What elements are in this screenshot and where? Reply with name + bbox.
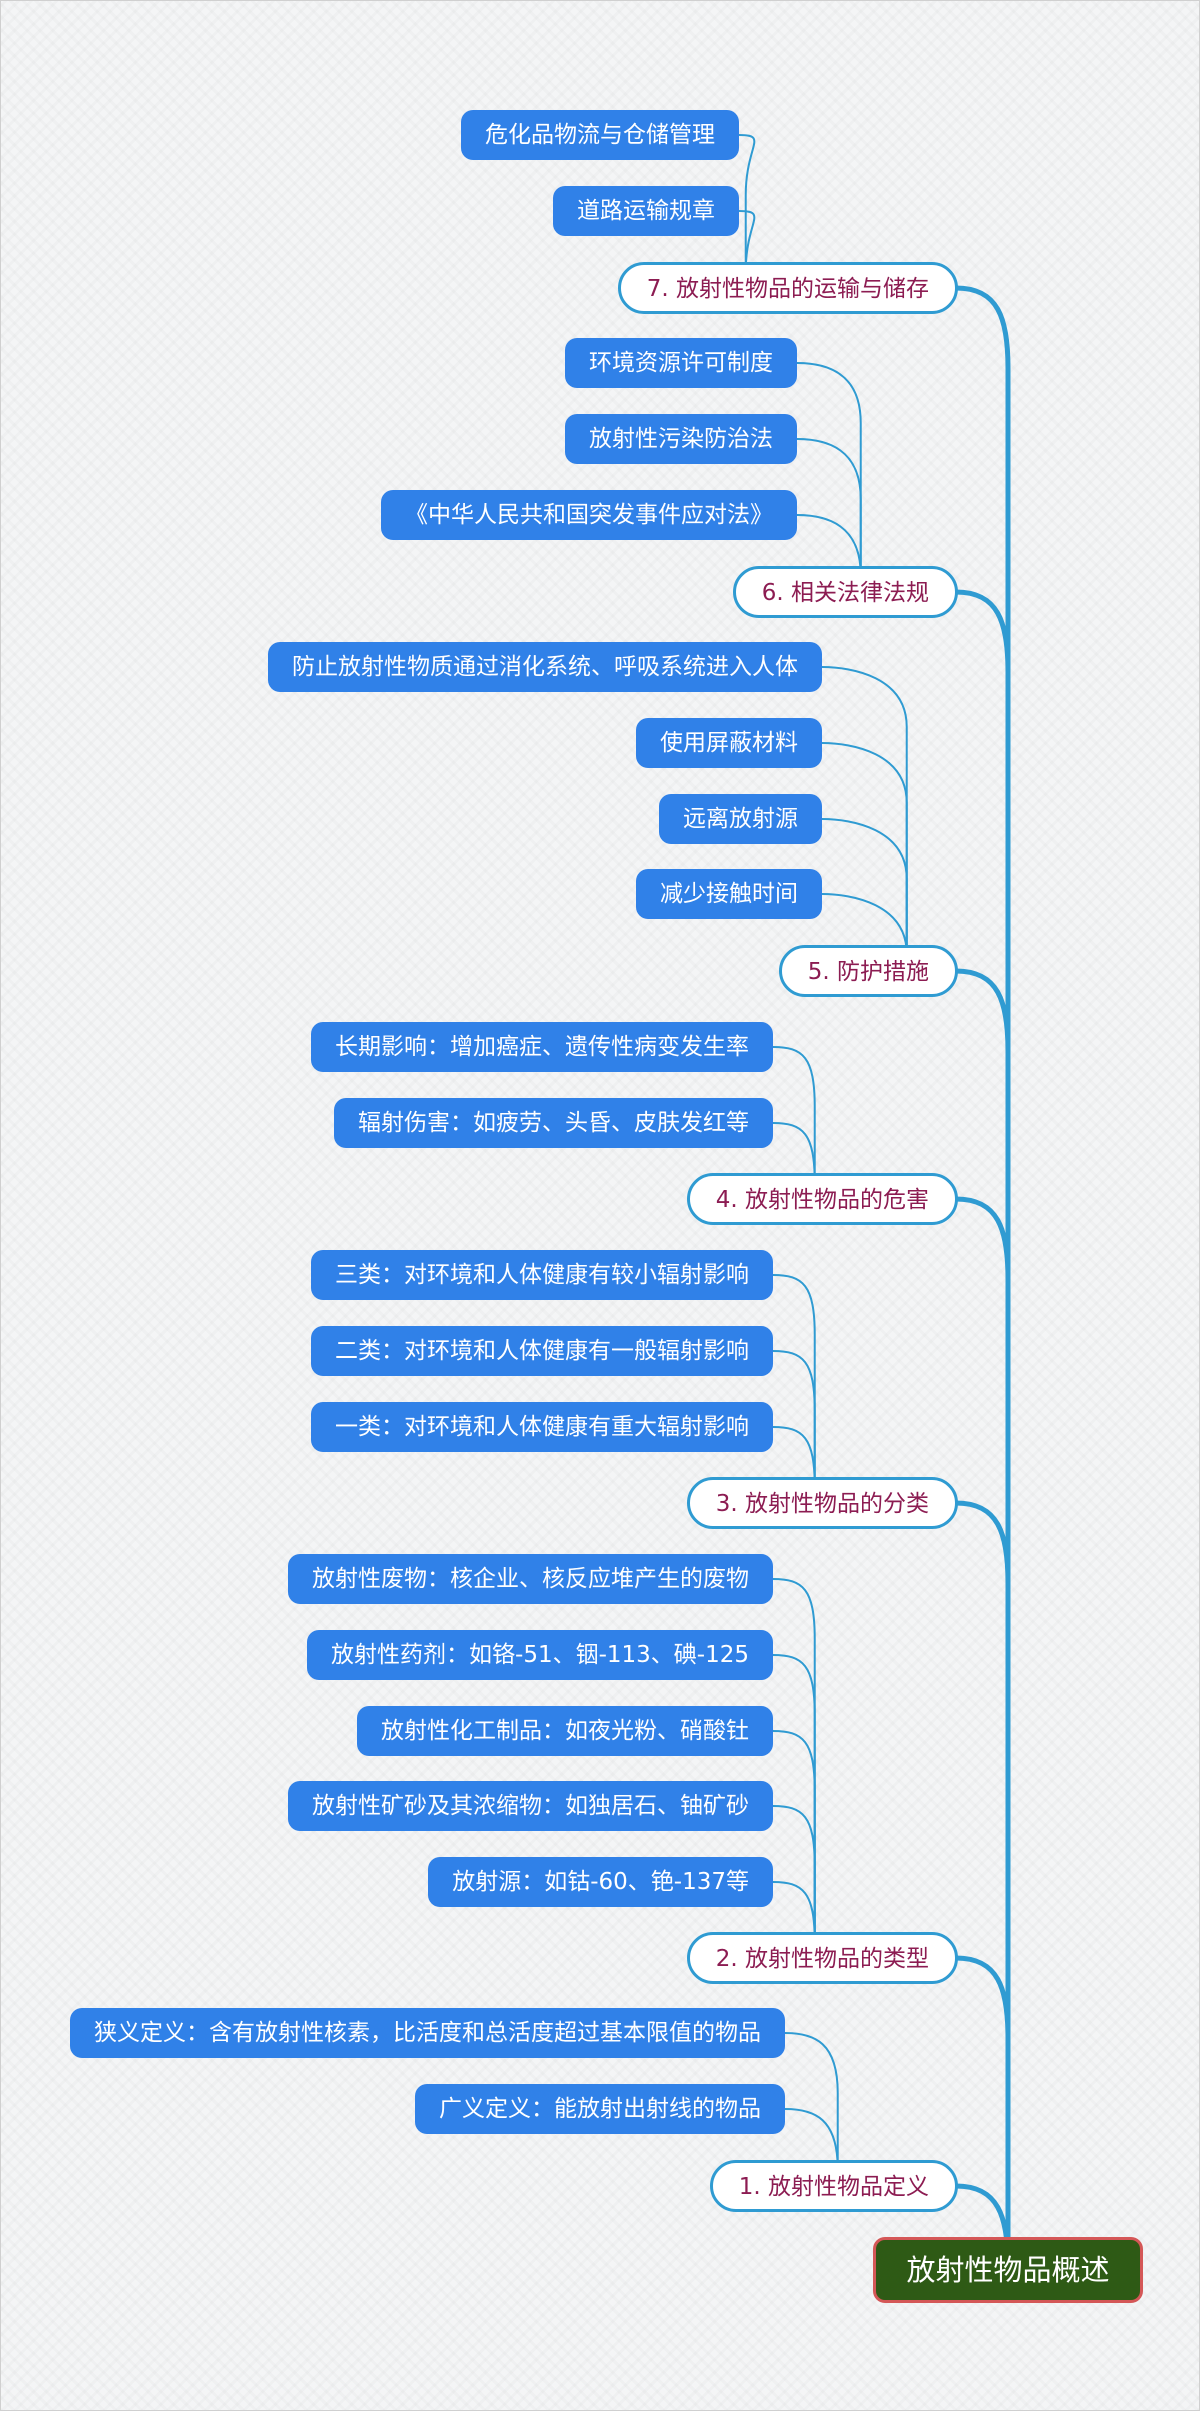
branch-connector: [953, 1196, 1011, 2242]
root-topic[interactable]: 放射性物品概述: [873, 2237, 1143, 2303]
leaf-connector: [796, 438, 862, 569]
leaf-hazard-longterm[interactable]: 长期影响：增加癌症、遗传性病变发生率: [311, 1022, 773, 1072]
leaf-connector: [772, 1578, 816, 1935]
leaf-types-ore[interactable]: 放射性矿砂及其浓缩物：如独居石、铀矿砂: [288, 1781, 773, 1831]
leaf-protection-ingestion[interactable]: 防止放射性物质通过消化系统、呼吸系统进入人体: [268, 642, 822, 692]
branch-transport-storage[interactable]: 7. 放射性物品的运输与储存: [617, 262, 958, 314]
branch-types[interactable]: 2. 放射性物品的类型: [686, 1932, 958, 1984]
branch-connector: [953, 1955, 1011, 2242]
leaf-connector: [772, 1730, 816, 1935]
leaf-protection-time[interactable]: 减少接触时间: [636, 869, 822, 919]
leaf-class-one[interactable]: 一类：对环境和人体健康有重大辐射影响: [311, 1402, 773, 1452]
leaf-protection-shielding[interactable]: 使用屏蔽材料: [636, 718, 822, 768]
leaf-transport-road[interactable]: 道路运输规章: [553, 186, 739, 236]
leaf-connector: [772, 1350, 816, 1480]
leaf-transport-logistics[interactable]: 危化品物流与仓储管理: [461, 110, 739, 160]
leaf-types-chemical[interactable]: 放射性化工制品：如夜光粉、硝酸钍: [357, 1706, 773, 1756]
leaf-types-pharma[interactable]: 放射性药剂：如铬-51、铟-113、碘-125: [307, 1630, 773, 1680]
branch-connector: [953, 285, 1011, 2242]
leaf-hazard-radiation[interactable]: 辐射伤害：如疲劳、头昏、皮肤发红等: [334, 1098, 773, 1148]
branch-connector: [953, 589, 1011, 2242]
leaf-connector: [821, 742, 908, 948]
leaf-connector: [772, 1805, 816, 1935]
leaf-types-source[interactable]: 放射源：如钴-60、铯-137等: [428, 1857, 773, 1907]
leaf-protection-distance[interactable]: 远离放射源: [659, 794, 822, 844]
leaf-definition-broad[interactable]: 广义定义：能放射出射线的物品: [415, 2084, 785, 2134]
branch-connector: [953, 1500, 1011, 2242]
leaf-connector: [772, 1046, 816, 1176]
leaf-connector: [784, 2032, 839, 2163]
leaf-reg-pollution[interactable]: 放射性污染防治法: [565, 414, 797, 464]
branch-definition[interactable]: 1. 放射性物品定义: [709, 2160, 958, 2212]
leaf-types-waste[interactable]: 放射性废物：核企业、核反应堆产生的废物: [288, 1554, 773, 1604]
leaf-reg-emergency[interactable]: 《中华人民共和国突发事件应对法》: [381, 490, 797, 540]
branch-connector: [953, 968, 1011, 2242]
leaf-connector: [821, 818, 908, 948]
branch-regulations[interactable]: 6. 相关法律法规: [732, 566, 958, 618]
leaf-connector: [772, 1654, 816, 1935]
leaf-connector: [772, 1274, 816, 1480]
leaf-connector: [738, 134, 756, 265]
leaf-class-two[interactable]: 二类：对环境和人体健康有一般辐射影响: [311, 1326, 773, 1376]
branch-classification[interactable]: 3. 放射性物品的分类: [686, 1477, 958, 1529]
branch-protection[interactable]: 5. 防护措施: [778, 945, 958, 997]
leaf-connector: [796, 362, 862, 569]
leaf-definition-narrow[interactable]: 狭义定义：含有放射性核素，比活度和总活度超过基本限值的物品: [70, 2008, 785, 2058]
leaf-reg-license[interactable]: 环境资源许可制度: [565, 338, 797, 388]
branch-hazards[interactable]: 4. 放射性物品的危害: [686, 1173, 958, 1225]
leaf-class-three[interactable]: 三类：对环境和人体健康有较小辐射影响: [311, 1250, 773, 1300]
leaf-connector: [821, 666, 908, 948]
